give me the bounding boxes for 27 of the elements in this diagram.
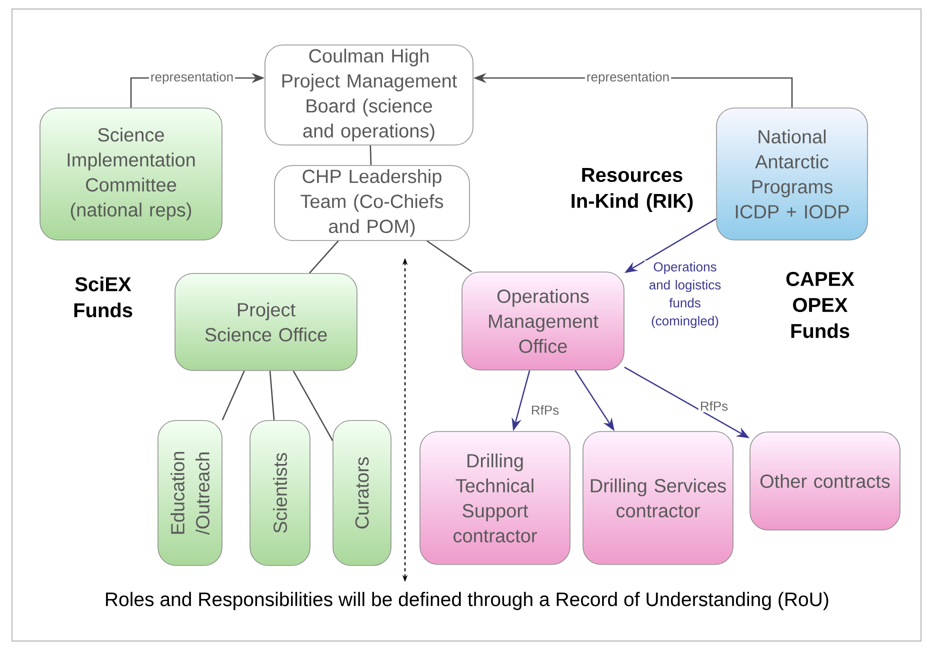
connector-line [222, 370, 245, 420]
funding-label: SciEX Funds [74, 276, 132, 318]
edge-label: representation [148, 70, 236, 86]
connector-line [292, 370, 334, 441]
connector-line [426, 240, 472, 272]
edge-label: RfPs [529, 404, 561, 416]
connector-line [309, 240, 339, 274]
vertical-box: Scientists [250, 420, 310, 566]
edge-label: RfPs [698, 400, 730, 412]
rounded-box: National Antarctic Programs ICDP + IODP [716, 108, 868, 240]
funding-label: CAPEX OPEX Funds [786, 272, 854, 338]
rounded-box: Operations Management Office [462, 272, 624, 370]
funding-label: Resources In-Kind (RIK) [572, 168, 693, 212]
rounded-box: Drilling Technical Support contractor [420, 431, 570, 565]
vertical-box: Education /Outreach [158, 420, 222, 566]
edge-label: Operations and logistics funds (comingled) [644, 260, 726, 330]
caption: Roles and Responsibilities will be defined through a Record of Understanding (RoU) [106, 592, 828, 610]
rounded-box: Science Implementation Committee (national reps) [40, 108, 222, 240]
rounded-box: CHP Leadership Team (Co-Chiefs and POM) [274, 165, 470, 241]
vertical-box: Curators [332, 420, 392, 566]
rounded-box: Drilling Services contractor [582, 431, 734, 565]
connector-line [269, 370, 275, 420]
rounded-box: Project Science Office [174, 273, 358, 371]
rounded-box: Coulman High Project Management Board (science and operations) [264, 44, 474, 146]
rounded-box: Other contracts [750, 432, 900, 530]
edge-label: representation [584, 70, 672, 86]
connector-line [370, 145, 372, 166]
